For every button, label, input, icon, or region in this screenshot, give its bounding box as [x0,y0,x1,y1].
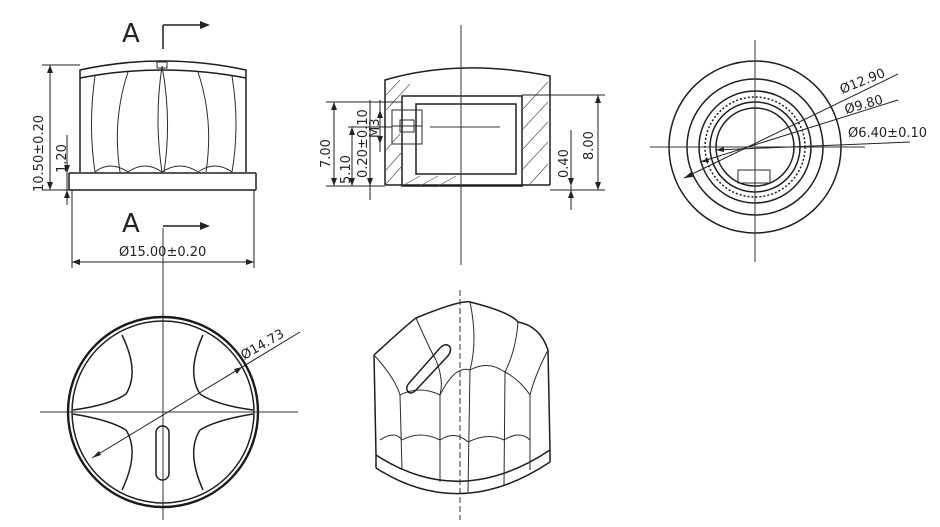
bore-dimension: Ø6.40±0.10 [848,126,927,141]
top-dia-dimension: Ø14.73 [239,327,288,364]
shaft-dimension: 7.00 [319,139,334,168]
hatching [385,79,549,187]
insert-dimension: 5.10 [339,155,354,184]
gap-dimension: 0.20±0.10 [356,109,371,178]
bottom-view: Ø12.90 Ø9.80 Ø6.40±0.10 [650,40,927,262]
section-mark-top: A [122,19,210,49]
arrow-icon [200,222,210,230]
height-dimension: 10.50±0.20 [32,115,47,192]
overall-dimension: 8.00 [582,131,597,160]
section-label-top: A [122,19,140,49]
wall-dimension: 0.40 [557,149,572,178]
section-label-bottom: A [122,209,140,239]
top-view: Ø14.73 [40,315,301,509]
arrow-icon [200,21,210,29]
front-view: 10.50±0.20 1.20 Ø15.00±0.20 [32,60,257,268]
mid-dimension: Ø9.80 [843,93,885,118]
isometric-view [373,290,551,520]
section-mark-bottom: A [122,209,210,239]
flange-dimension: 1.20 [55,144,70,173]
thread-dimension: M3 [368,119,383,139]
section-view: 7.00 5.10 0.20±0.10 M3 8.00 0.40 [319,25,605,265]
